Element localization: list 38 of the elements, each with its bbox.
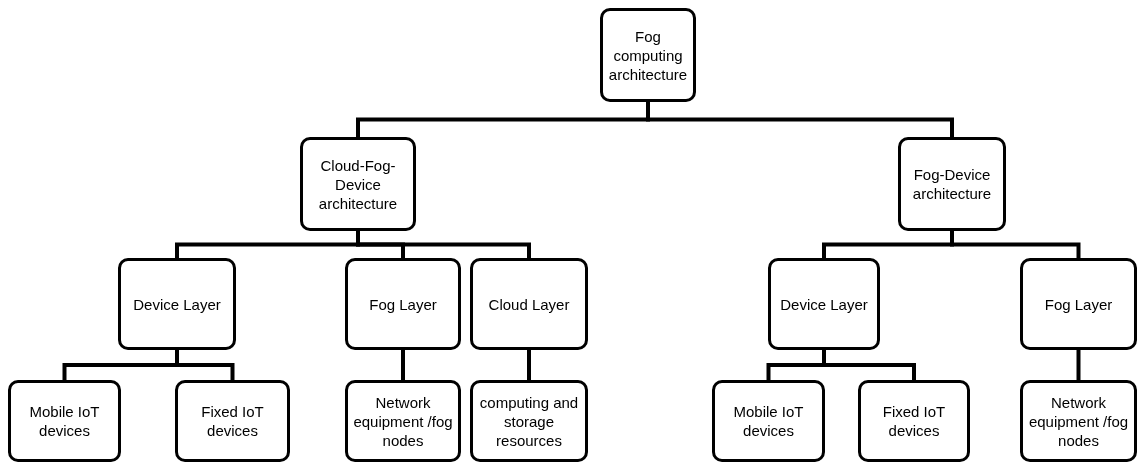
box-label: Network equipment /fog nodes bbox=[352, 392, 454, 450]
connector-line bbox=[822, 350, 916, 380]
rounded-box bbox=[118, 258, 236, 350]
rounded-box bbox=[1020, 380, 1137, 462]
box-label: Network equipment /fog nodes bbox=[1027, 392, 1130, 450]
rounded-box bbox=[300, 137, 416, 231]
connector-line bbox=[356, 231, 531, 258]
rounded-box bbox=[858, 380, 970, 462]
rounded-box bbox=[898, 137, 1006, 231]
rounded-box bbox=[175, 380, 290, 462]
rounded-box bbox=[8, 380, 121, 462]
connector-line bbox=[527, 350, 531, 380]
box-label: computing and storage resources bbox=[478, 392, 580, 450]
rounded-box bbox=[470, 380, 588, 462]
connector-line bbox=[1076, 350, 1081, 380]
rounded-box bbox=[712, 380, 825, 462]
box-label: Fog Layer bbox=[1044, 294, 1113, 314]
box-label: Fog computing architecture bbox=[607, 26, 689, 84]
box-label: Fog-Device architecture bbox=[911, 165, 993, 203]
box-label: Device Layer bbox=[133, 294, 221, 314]
box-label: Mobile IoT devices bbox=[28, 402, 101, 440]
rounded-box bbox=[345, 380, 461, 462]
rounded-box bbox=[1020, 258, 1137, 350]
rounded-box bbox=[600, 8, 696, 102]
rounded-box bbox=[345, 258, 461, 350]
box-label: Device Layer bbox=[780, 294, 868, 314]
box-label: Fixed IoT devices bbox=[200, 402, 265, 440]
box-label: Cloud-Fog-Device architecture bbox=[317, 155, 399, 213]
connector-line bbox=[646, 102, 954, 137]
connector-line bbox=[401, 350, 405, 380]
rounded-box bbox=[768, 258, 880, 350]
connector-line bbox=[175, 350, 235, 380]
box-label: Fixed IoT devices bbox=[881, 402, 947, 440]
box-label: Mobile IoT devices bbox=[732, 402, 805, 440]
box-label: Cloud Layer bbox=[488, 294, 570, 314]
box-label: Fog Layer bbox=[369, 294, 437, 314]
connector-line bbox=[950, 231, 1081, 258]
rounded-box bbox=[470, 258, 588, 350]
